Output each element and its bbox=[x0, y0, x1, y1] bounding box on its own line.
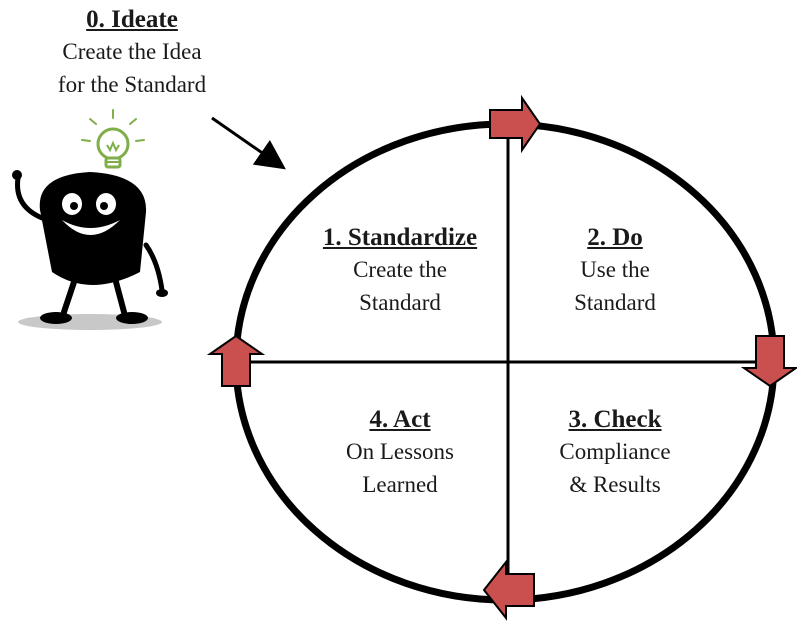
step-line-2: & Results bbox=[569, 472, 661, 497]
arrow-down-icon bbox=[740, 335, 797, 388]
step-act: 4. Act On Lessons Learned bbox=[295, 404, 505, 501]
step-line-2: Learned bbox=[362, 472, 438, 497]
ideate-line-2: for the Standard bbox=[57, 72, 207, 97]
step-line-1: Compliance bbox=[559, 439, 671, 464]
step-title: 3. Check bbox=[568, 406, 662, 433]
step-do: 2. Do Use the Standard bbox=[515, 222, 715, 319]
ideate-label: 0. Ideate Create the Idea for the Standa… bbox=[22, 4, 242, 101]
arrow-left-icon bbox=[482, 559, 535, 621]
step-line-1: Create the bbox=[353, 257, 447, 282]
lightbulb-icon bbox=[81, 109, 145, 169]
mascot-character-icon bbox=[12, 170, 168, 330]
arrow-right-icon bbox=[489, 94, 542, 154]
arrow-up-icon bbox=[206, 334, 266, 387]
step-line-2: Standard bbox=[574, 290, 656, 315]
step-line-1: On Lessons bbox=[346, 439, 454, 464]
step-line-1: Use the bbox=[580, 257, 650, 282]
step-title: 2. Do bbox=[587, 224, 643, 251]
ideate-title: 0. Ideate bbox=[86, 6, 178, 33]
pointer-arrow-icon bbox=[211, 116, 286, 170]
step-check: 3. Check Compliance & Results bbox=[515, 404, 715, 501]
step-title: 1. Standardize bbox=[322, 224, 478, 251]
step-line-2: Standard bbox=[359, 290, 441, 315]
step-title: 4. Act bbox=[369, 406, 431, 433]
step-standardize: 1. Standardize Create the Standard bbox=[295, 222, 505, 319]
ideate-line-1: Create the Idea bbox=[62, 39, 202, 64]
